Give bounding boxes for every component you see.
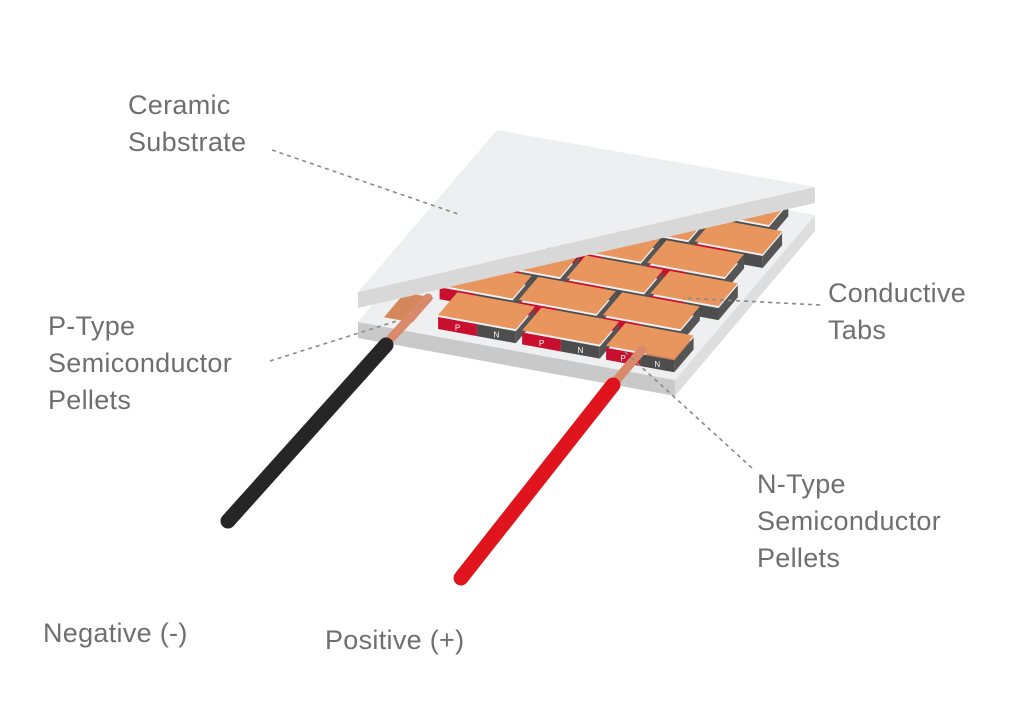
ceramic-leader <box>271 149 459 215</box>
label-line: Semiconductor <box>48 348 232 378</box>
leader-lines <box>269 149 821 469</box>
n-type-pellet <box>476 324 516 344</box>
p-pellet-mark: P <box>455 324 460 333</box>
bottom-plate-front-side <box>358 322 675 396</box>
p-pellet-mark: P <box>620 354 625 363</box>
wires <box>220 293 647 586</box>
label-line: Tabs <box>828 315 887 345</box>
label-n-type: N-Type Semiconductor Pellets <box>757 466 941 577</box>
tab-side <box>718 285 738 321</box>
positive-wire <box>453 377 621 586</box>
top-plate-side <box>358 187 815 308</box>
label-line: N-Type <box>757 469 846 499</box>
n-type-pellet <box>640 354 675 373</box>
p-pellet-mark: P <box>539 339 544 348</box>
tab-top <box>566 255 664 293</box>
label-line: Pellets <box>757 543 841 573</box>
bottom-plate-right-side <box>675 215 815 396</box>
negative-wire <box>220 337 394 529</box>
label-line: Conductive <box>828 278 967 308</box>
tab-top <box>522 307 620 345</box>
tab-side <box>599 323 620 359</box>
tab-side <box>674 337 694 373</box>
n-type-pellet <box>560 339 600 359</box>
tab-top <box>650 270 738 307</box>
tabs-leader <box>682 297 821 306</box>
n-pellet-mark: N <box>654 360 660 369</box>
label-ceramic-substrate: Ceramic Substrate <box>128 87 246 161</box>
negative-wire-core <box>378 293 433 352</box>
p-type-pellet <box>438 317 477 337</box>
label-conductive-tabs: Conductive Tabs <box>828 275 966 349</box>
n-pellet-mark: N <box>577 346 583 355</box>
label-line: Substrate <box>128 127 247 157</box>
top-plate-face <box>358 130 815 292</box>
label-line: Ceramic <box>128 90 231 120</box>
top-ceramic-plate <box>358 130 815 308</box>
label-line: Semiconductor <box>757 506 941 536</box>
tab-side <box>762 233 783 268</box>
tab-top <box>518 276 616 314</box>
label-p-type: P-Type Semiconductor Pellets <box>48 308 232 419</box>
n-pellet-mark: N <box>493 331 499 340</box>
label-line: Pellets <box>48 385 132 415</box>
tab-side <box>515 308 536 344</box>
tab-top <box>647 240 745 278</box>
label-positive: Positive (+) <box>325 625 465 655</box>
label-negative: Negative (-) <box>43 618 188 648</box>
tab-top <box>606 323 694 359</box>
conductive-tab: PN <box>522 307 620 359</box>
conductive-tab: PN <box>438 292 536 344</box>
tab-top <box>602 292 700 330</box>
label-line: P-Type <box>48 311 136 341</box>
tab-top <box>438 292 536 330</box>
p-type-pellet <box>522 332 561 352</box>
p-type-leader <box>269 319 401 362</box>
tab-top <box>694 218 783 254</box>
